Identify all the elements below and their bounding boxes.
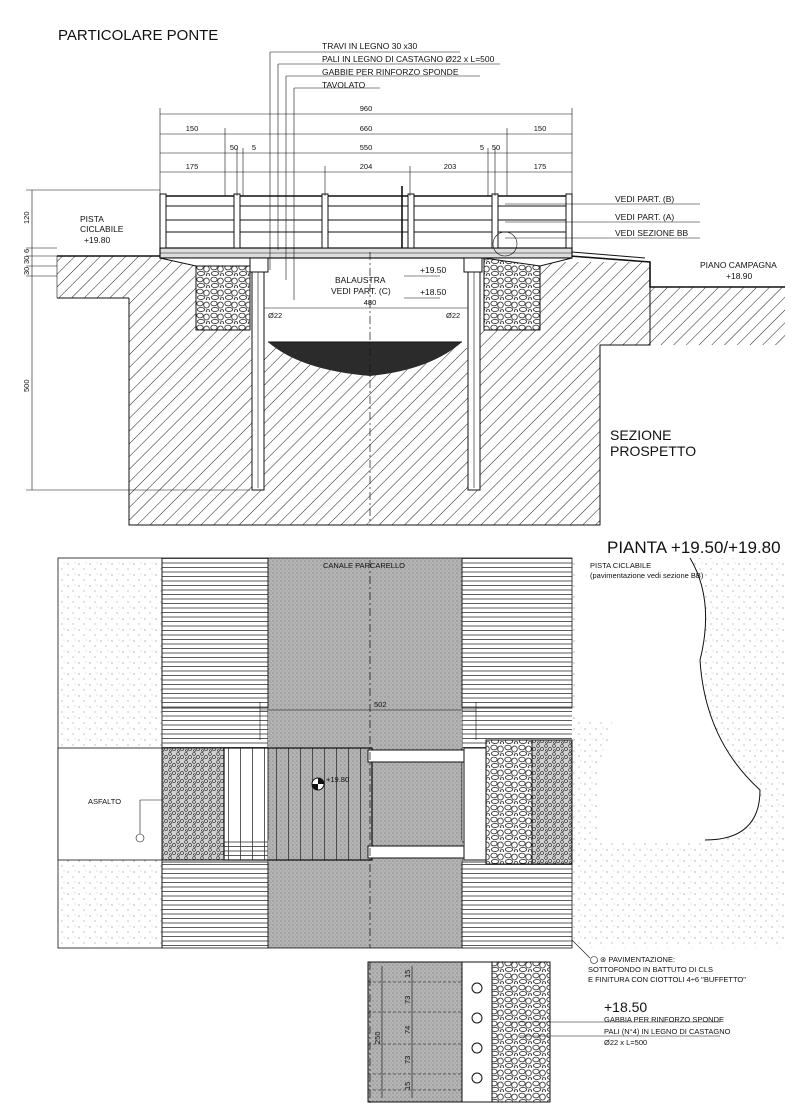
- balaustra-label-2: VEDI PART. (C): [331, 286, 391, 296]
- elevation-1850: +18.50: [420, 287, 447, 297]
- dimension-lines: [26, 108, 573, 491]
- pista-label-1: PISTA: [80, 214, 104, 224]
- pista-label-2: CICLABILE: [80, 224, 124, 234]
- dim-v-6: 6: [22, 249, 31, 253]
- balustrade: [159, 186, 573, 249]
- dim-5-right: 5: [480, 143, 484, 152]
- detail-dim-15-top: 15: [403, 970, 412, 978]
- plan-pista-label-1: PISTA CICLABILE: [590, 561, 651, 570]
- dim-550: 550: [360, 143, 373, 152]
- detail-pali-label-2: Ø22 x L=500: [604, 1038, 647, 1047]
- callout-gabbie: GABBIE PER RINFORZO SPONDE: [322, 67, 459, 77]
- dim-v-30a: 30: [22, 256, 31, 264]
- ref-sezione-bb: VEDI SEZIONE BB: [615, 228, 689, 238]
- span-480: 480: [364, 298, 377, 307]
- pile-diameter-right: Ø22: [446, 311, 460, 320]
- detail-gabbia-label: GABBIA PER RINFORZO SPONDE: [604, 1015, 724, 1024]
- dim-5-left: 5: [252, 143, 256, 152]
- dim-150-right: 150: [534, 124, 547, 133]
- dim-50-right: 50: [492, 143, 500, 152]
- dim-v-120: 120: [22, 211, 31, 224]
- dim-175-right: 175: [534, 162, 547, 171]
- sezione-label: SEZIONE: [610, 427, 671, 443]
- dim-660: 660: [360, 124, 373, 133]
- bridge-deck: [159, 247, 646, 273]
- plan-elevation-1980: +19.80: [326, 775, 349, 784]
- dim-175-left: 175: [186, 162, 199, 171]
- drawing-title: PARTICOLARE PONTE: [58, 27, 218, 44]
- piano-campagna-label: PIANO CAMPAGNA: [700, 260, 777, 270]
- dim-960: 960: [360, 104, 373, 113]
- detail-dim-73-a: 73: [403, 996, 412, 1004]
- plan-title: PIANTA +19.50/+19.80: [607, 538, 781, 557]
- pavimentazione-title: ⊛ PAVIMENTAZIONE:: [600, 955, 675, 964]
- canal-label: CANALE PARCARELLO: [323, 561, 405, 570]
- detail-dim-74: 74: [403, 1026, 412, 1034]
- detail-elevation: +18.50: [604, 999, 647, 1015]
- detail-dim-15-bottom: 15: [403, 1082, 412, 1090]
- callout-leaders: [269, 51, 500, 300]
- callout-pali: PALI IN LEGNO DI CASTAGNO Ø22 x L=500: [322, 54, 495, 64]
- detail-dim-73-b: 73: [403, 1056, 412, 1064]
- ref-part-b: VEDI PART. (B): [615, 194, 674, 204]
- dim-150-left: 150: [186, 124, 199, 133]
- dim-v-500: 500: [22, 379, 31, 392]
- pavimentazione-line-2: E FINITURA CON CIOTTOLI 4÷6 "BUFFETTO": [588, 975, 746, 984]
- dim-502: 502: [374, 700, 387, 709]
- dim-204: 204: [360, 162, 373, 171]
- callout-tavolato: TAVOLATO: [322, 80, 366, 90]
- piano-campagna-elevation: +18.90: [726, 271, 753, 281]
- balaustra-label-1: BALAUSTRA: [335, 275, 386, 285]
- ref-part-a: VEDI PART. (A): [615, 212, 674, 222]
- dim-50-left: 50: [230, 143, 238, 152]
- pavimentazione-line-1: SOTTOFONDO IN BATTUTO DI CLS: [588, 965, 713, 974]
- plan-view: [57, 557, 787, 964]
- dim-v-30b: 30: [22, 267, 31, 275]
- asfalto-label: ASFALTO: [88, 797, 121, 806]
- pista-elevation: +19.80: [84, 235, 111, 245]
- callout-travi: TRAVI IN LEGNO 30 x30: [322, 41, 418, 51]
- gabbia-detail: [367, 961, 720, 1104]
- right-ref-leaders: [492, 203, 700, 257]
- elevation-1950: +19.50: [420, 265, 447, 275]
- pile-diameter-left: Ø22: [268, 311, 282, 320]
- dim-203: 203: [444, 162, 457, 171]
- detail-pali-label-1: PALI (N°4) IN LEGNO DI CASTAGNO: [604, 1027, 731, 1036]
- detail-dim-250: 250: [373, 1031, 382, 1044]
- plan-pista-label-2: (pavimentazione vedi sezione BB): [590, 571, 704, 580]
- prospetto-label: PROSPETTO: [610, 443, 696, 459]
